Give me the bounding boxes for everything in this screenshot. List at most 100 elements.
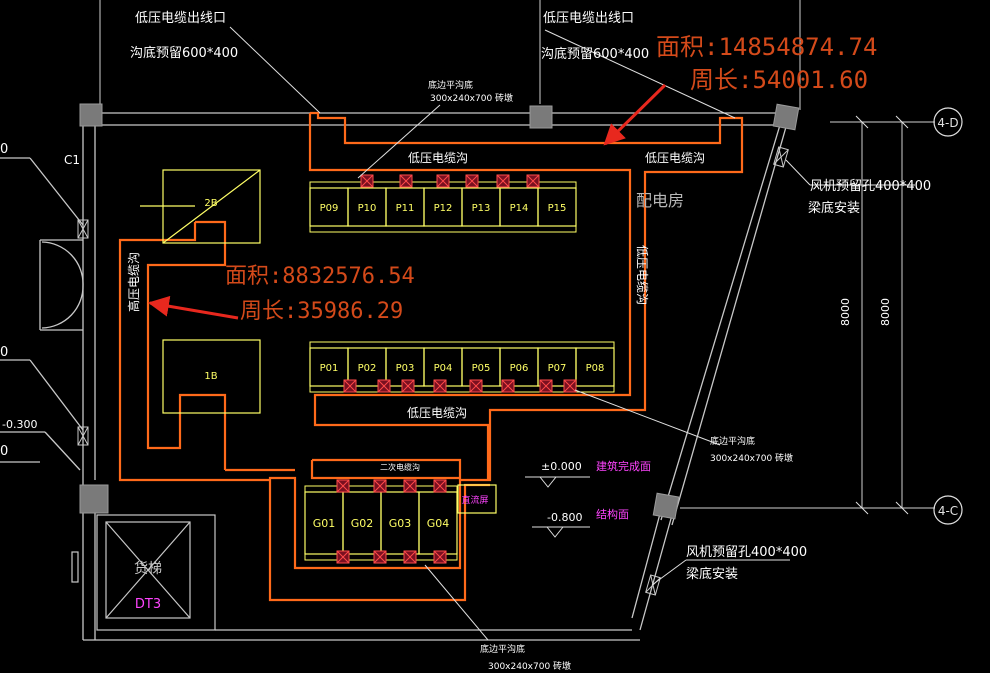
elevation-neg: -0.800 [547, 511, 582, 524]
panel-top-label: P11 [396, 203, 415, 214]
area-arrow-big [603, 83, 667, 146]
bottom-trench-label: 底边平沟底 [480, 643, 525, 655]
elevator-shaft [71, 514, 216, 631]
dc-screen-box [457, 484, 497, 514]
transformer-2b-label: 2B [204, 198, 217, 209]
lv-trench-label-3: 低压电缆沟 [407, 406, 467, 420]
panel-g-label: G02 [351, 517, 374, 530]
marker-cross [373, 550, 387, 564]
left-elevation: -0.300 [2, 418, 37, 431]
secondary-trench-label: 二次电缆沟 [380, 462, 420, 472]
panel-top-label: P09 [320, 203, 339, 214]
marker-cross [496, 174, 510, 188]
panel-g-label: G04 [427, 517, 450, 530]
lv-trench-label-2: 低压电缆沟 [645, 151, 705, 165]
cable-trenches [118, 111, 744, 602]
elevator-id: DT3 [135, 597, 161, 612]
trench-label-right: 沟底预留600*400 [541, 46, 649, 62]
left-zero-3: 0 [0, 444, 8, 459]
panel-mid-label: P03 [396, 363, 415, 374]
columns [79, 103, 800, 520]
outlet-label-right: 低压电缆出线口 [543, 10, 634, 26]
outlet-label-left: 低压电缆出线口 [135, 10, 226, 26]
side-trench-top-label: 底边平沟底 [428, 79, 473, 91]
dimension-label-b: 8000 [879, 298, 892, 326]
transformer-1b-label: 1B [204, 371, 217, 382]
marker-cross [563, 379, 577, 393]
marker-cross [539, 379, 553, 393]
transformer-2b [140, 169, 261, 244]
grid-lines [99, 0, 935, 509]
marker-cross [401, 379, 415, 393]
panel-g-label: G03 [389, 517, 412, 530]
brick-pier-markers [336, 174, 577, 564]
hv-trench-label: 高压电缆沟 [126, 252, 141, 312]
elevator-label: 货梯 [134, 560, 162, 577]
trench-label-left: 沟底预留600*400 [130, 45, 238, 61]
elevation-neg-desc: 结构面 [596, 507, 629, 521]
panel-mid-label: P06 [510, 363, 529, 374]
dimension-label-a: 8000 [839, 298, 852, 326]
panel-row-g: G01 G02 G03 G04 [304, 485, 458, 561]
area-arrow-small [147, 295, 239, 320]
left-zero-2: 0 [0, 345, 8, 360]
panel-row-top: P09 P10 P11 P12 P13 P14 P15 [309, 181, 577, 233]
panel-mid-label: P04 [434, 363, 453, 374]
marker-cross [343, 379, 357, 393]
axis-label-4d: 4-D [937, 116, 958, 130]
axis-bubbles [933, 107, 963, 525]
panel-top-label: P15 [548, 203, 567, 214]
panel-row-middle: P01 P02 P03 P04 P05 P06 P07 P08 [309, 341, 615, 393]
marker-cross [526, 174, 540, 188]
marker-cross [336, 479, 350, 493]
elevation-symbols [525, 476, 590, 538]
panel-mid-label: P01 [320, 363, 339, 374]
marker-cross [433, 550, 447, 564]
marker-cross [373, 479, 387, 493]
panel-g-label: G01 [313, 517, 336, 530]
right-trench-bottom-label: 底边平沟底 [710, 435, 755, 447]
dc-screen-label: 直流屏 [461, 494, 488, 506]
fan-bot-label-1: 风机预留孔400*400 [686, 545, 807, 560]
panel-top-label: P10 [358, 203, 377, 214]
fan-top-label-2: 梁底安装 [808, 200, 860, 216]
marker-cross [336, 550, 350, 564]
dimension-ticks [855, 115, 909, 515]
wall-openings [77, 146, 789, 596]
lv-trench-label-1: 低压电缆沟 [408, 151, 468, 165]
c1-label: C1 [64, 153, 80, 167]
marker-cross [433, 379, 447, 393]
marker-cross [403, 550, 417, 564]
elevation-zero: ±0.000 [541, 460, 582, 473]
fan-top-label-1: 风机预留孔400*400 [810, 179, 931, 194]
room-name: 配电房 [636, 191, 684, 210]
marker-cross [469, 379, 483, 393]
panel-mid-label: P07 [548, 363, 567, 374]
panel-top-cell [537, 187, 577, 227]
bottom-trench-size: 300x240x700 砖墩 [488, 660, 571, 672]
perimeter-big-label: 周长:54001.60 [690, 66, 868, 94]
marker-cross [465, 174, 479, 188]
panel-mid-cell [575, 347, 615, 387]
panel-mid-label: P05 [472, 363, 491, 374]
marker-cross [377, 379, 391, 393]
perimeter-small-label: 周长:35986.29 [240, 299, 403, 324]
marker-cross [436, 174, 450, 188]
right-trench-bottom-size: 300x240x700 砖墩 [710, 452, 793, 464]
marker-cross [433, 479, 447, 493]
marker-cross [360, 174, 374, 188]
side-trench-top-size: 300x240x700 砖墩 [430, 92, 513, 104]
panel-mid-label: P02 [358, 363, 377, 374]
panel-mid-label: P08 [586, 363, 605, 374]
left-zero-1: 0 [0, 142, 8, 157]
marker-cross [403, 479, 417, 493]
transformer-1b [162, 339, 261, 414]
leader-lines [229, 26, 915, 641]
lv-trench-label-4: 低压电缆沟 [635, 245, 649, 305]
building-walls [0, 112, 791, 641]
panel-top-label: P13 [472, 203, 491, 214]
panel-top-label: P12 [434, 203, 453, 214]
marker-cross [501, 379, 515, 393]
panel-top-label: P14 [510, 203, 529, 214]
area-big-label: 面积:14854874.74 [656, 33, 877, 61]
